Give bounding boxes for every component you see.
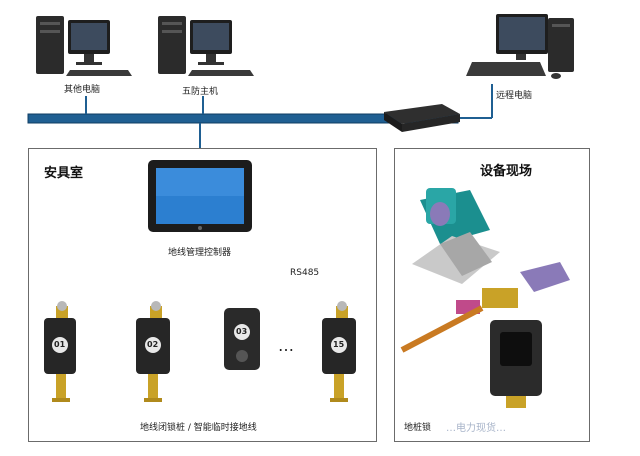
rs485-label: RS485 bbox=[290, 268, 320, 278]
site-title: 设备现场 bbox=[480, 164, 533, 179]
remote-pc-label: 远程电脑 bbox=[496, 91, 533, 101]
tool-room-caption: 地线闭锁桩 / 智能临时接地线 bbox=[140, 423, 257, 433]
site-caption: 地桩锁 bbox=[404, 423, 432, 433]
tool-room-title: 安具室 bbox=[44, 166, 84, 181]
controller-label: 地线管理控制器 bbox=[168, 248, 232, 258]
watermark-text: …电力现货… bbox=[446, 423, 506, 434]
main-network-bus bbox=[27, 113, 459, 124]
lock-ellipsis: … bbox=[278, 336, 294, 355]
wufang-host-label: 五防主机 bbox=[182, 87, 219, 97]
other-pc-label: 其他电脑 bbox=[64, 85, 101, 95]
lock-id-01: 01 bbox=[54, 340, 66, 349]
lock-id-03: 03 bbox=[236, 327, 248, 336]
site-panel bbox=[394, 148, 590, 442]
lock-id-02: 02 bbox=[147, 340, 159, 349]
lock-id-15: 15 bbox=[333, 340, 345, 349]
tool-room-panel bbox=[28, 148, 377, 442]
